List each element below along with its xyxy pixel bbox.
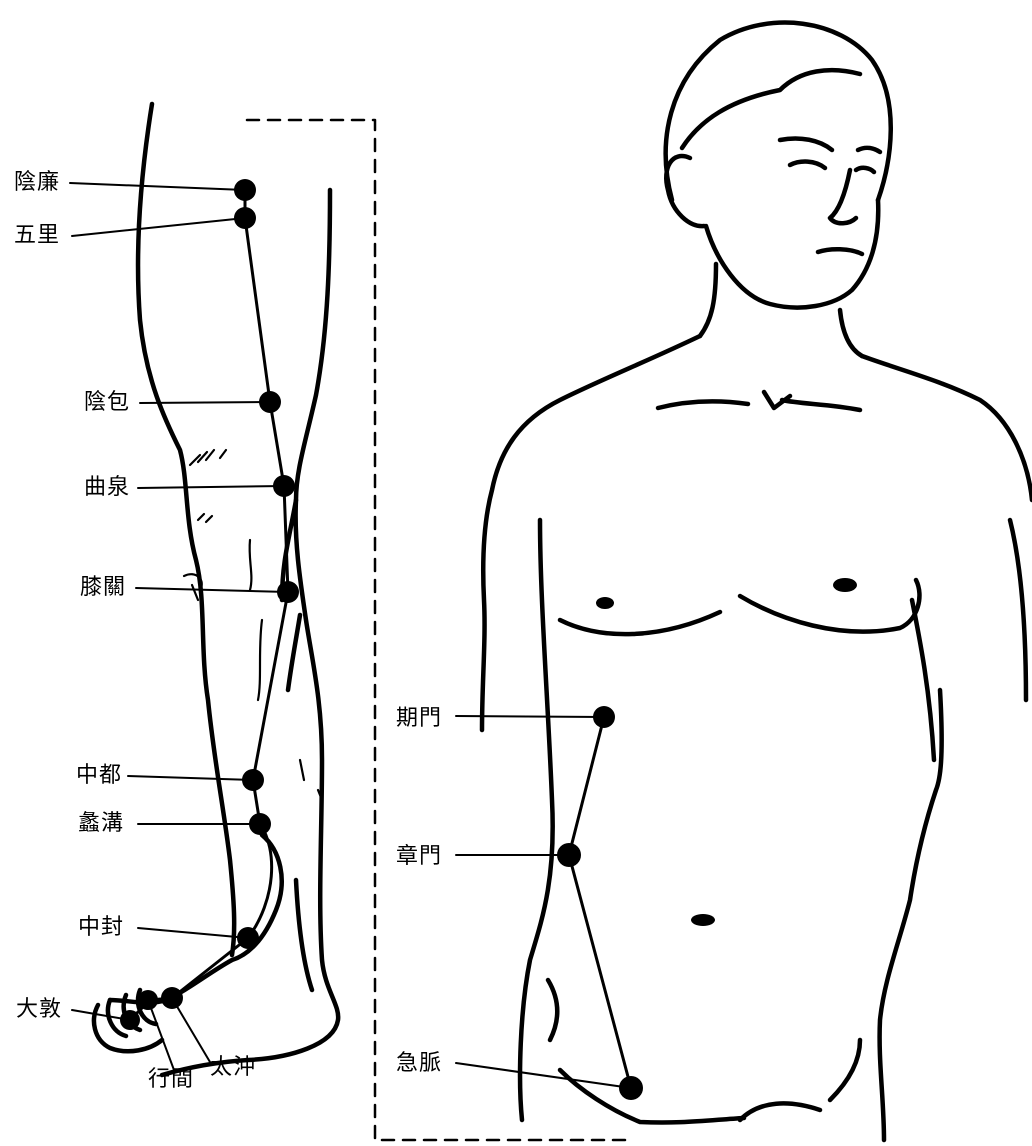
label-wuli: 五里 — [14, 224, 60, 248]
acupoint-yinlian — [234, 179, 256, 201]
label-dadun: 大敦 — [16, 998, 62, 1022]
label-jimai: 急脈 — [396, 1052, 442, 1076]
label-taichong: 太沖 — [210, 1056, 256, 1080]
acupoint-zhongfeng — [237, 927, 259, 949]
acupoint-ququan — [273, 475, 295, 497]
torso-outline — [482, 23, 1032, 1140]
label-xingjian: 行間 — [148, 1068, 194, 1092]
label-ligou: 蠡溝 — [78, 812, 124, 836]
label-ququan: 曲泉 — [84, 476, 130, 500]
acupoint-dadun — [120, 1010, 140, 1030]
torso-meridian — [569, 717, 631, 1088]
leg-meridian — [130, 190, 288, 1020]
label-zhongdu: 中都 — [76, 764, 122, 788]
acupoint-xingjian — [138, 990, 158, 1010]
acupoint-zhongdu — [242, 769, 264, 791]
label-zhangmen: 章門 — [396, 845, 442, 869]
label-zhongfeng: 中封 — [78, 916, 124, 940]
acupoint-yinbao — [259, 391, 281, 413]
label-yinlian: 陰廉 — [14, 171, 60, 195]
acupoints — [120, 179, 643, 1100]
acupoint-ligou — [249, 813, 271, 835]
leader-lines — [70, 183, 631, 1088]
dashed-frame — [247, 120, 632, 1140]
label-qimen: 期門 — [396, 707, 442, 731]
label-yinbao: 陰包 — [84, 391, 130, 415]
acupoint-qimen — [593, 706, 615, 728]
torso-details — [596, 578, 857, 926]
acupoint-taichong — [161, 987, 183, 1009]
acupoint-xiguan — [277, 581, 299, 603]
label-xiguan: 膝關 — [80, 576, 126, 600]
acupoint-jimai — [619, 1076, 643, 1100]
acupoint-zhangmen — [557, 843, 581, 867]
acupoint-wuli — [234, 207, 256, 229]
